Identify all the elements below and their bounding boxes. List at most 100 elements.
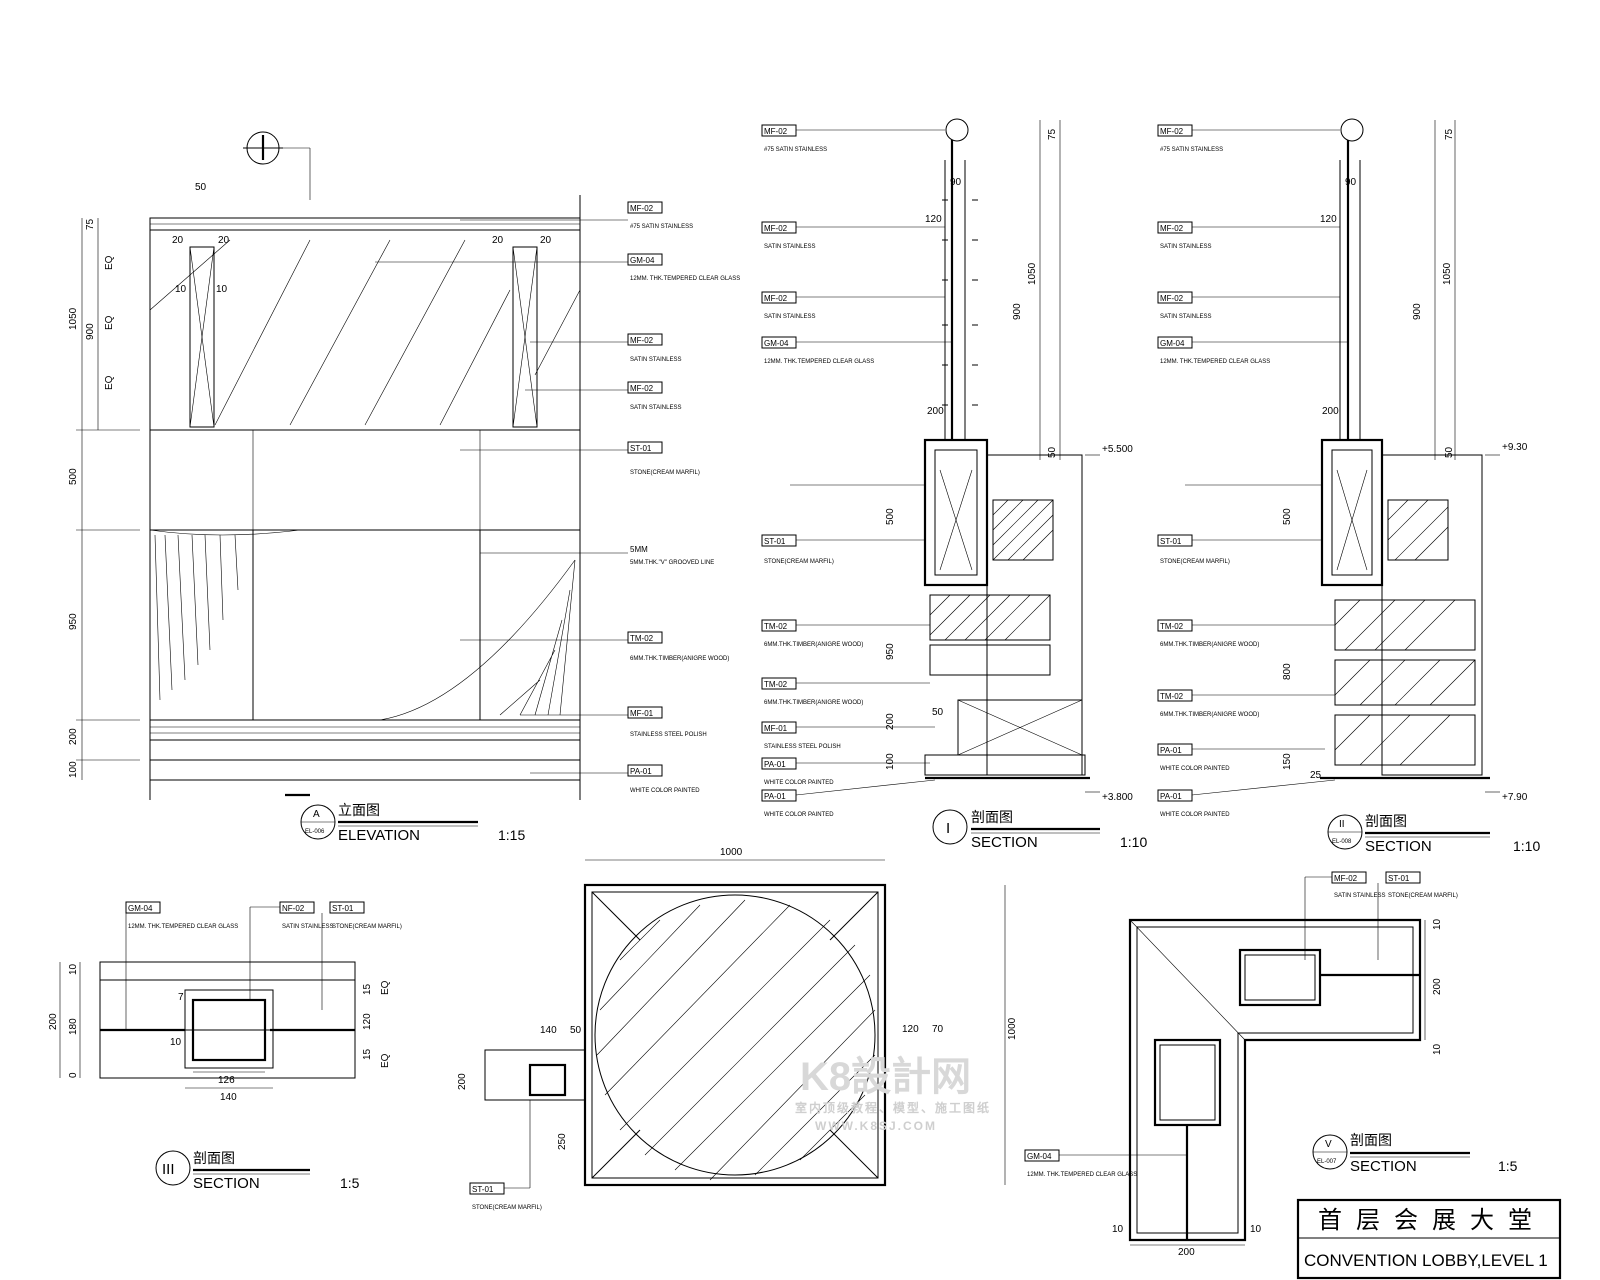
note-satin: SATIN STAINLESS — [1160, 314, 1211, 320]
dim-200: 200 — [1432, 978, 1443, 995]
view-title-en: ELEVATION — [338, 827, 420, 844]
dim-140: 140 — [540, 1025, 557, 1036]
dim-1050: 1050 — [1442, 262, 1453, 285]
level-tag: +9.30 — [1502, 442, 1528, 453]
section-3-callouts: GM-04 12MM. THK.TEMPERED CLEAR GLASS NF-… — [125, 901, 402, 1030]
view-ref: EL-006 — [305, 829, 325, 835]
concrete-slab — [986, 454, 1083, 776]
dim-200: 200 — [457, 1073, 468, 1090]
note-satin: SATIN STAINLESS — [764, 244, 815, 250]
note-timber: 6MM.THK.TIMBER(ANIGRE WOOD) — [764, 642, 863, 648]
level-tag: +5.500 — [1102, 444, 1133, 455]
dim-250: 250 — [557, 1133, 568, 1150]
section-1-view: 1050 900 75 50 90 120 200 500 950 200 10… — [885, 118, 1133, 803]
dim-800: 800 — [1282, 663, 1293, 680]
note-groove: 5MM.THK."V" GROOVED LINE — [630, 560, 714, 566]
callout-st01: ST-01 — [764, 537, 786, 546]
dim-200: 200 — [1178, 1247, 1195, 1258]
callout-mf02: MF-02 — [1334, 874, 1358, 883]
stone-band — [149, 429, 581, 531]
elevation-dims: 1050 900 500 950 200 100 75 EQ EQ EQ 50 … — [68, 182, 552, 780]
callout-pa01: PA-01 — [764, 792, 786, 801]
dim-126: 126 — [218, 1075, 235, 1086]
note-timber: 6MM.THK.TIMBER(ANIGRE WOOD) — [630, 656, 729, 662]
section-3-title: III 剖面图 SECTION 1:5 — [155, 1150, 360, 1192]
dim-900: 900 — [85, 323, 96, 340]
dim-eq: EQ — [380, 1053, 391, 1068]
title-block-chinese: 首层会展大堂 — [1318, 1207, 1546, 1234]
section-2-title: II EL-008 剖面图 SECTION 1:10 — [1327, 813, 1540, 855]
dim-120: 120 — [362, 1013, 373, 1030]
dim-950: 950 — [885, 643, 896, 660]
note-stone: STONE(CREAM MARFIL) — [472, 1205, 542, 1211]
dim-15: 15 — [362, 1048, 373, 1060]
dim-500: 500 — [1282, 508, 1293, 525]
callout-gm04: GM-04 — [1160, 339, 1185, 348]
column-hatch — [596, 899, 876, 1181]
note-satin: SATIN STAINLESS — [1160, 244, 1211, 250]
timber-hatch — [1334, 499, 1476, 766]
post-tube — [191, 998, 267, 1062]
column-plan-callouts: ST-01 STONE(CREAM MARFIL) — [469, 1100, 542, 1211]
watermark-text: K8設計网 — [800, 1055, 971, 1099]
callout-mf02: MF-02 — [1160, 224, 1184, 233]
dim-180: 180 — [68, 1018, 79, 1035]
section-2-view: 1050 900 75 50 90 120 200 500 800 150 25… — [1282, 118, 1528, 803]
callout-tm02: TM-02 — [764, 622, 788, 631]
callout-tm02: TM-02 — [764, 680, 788, 689]
column-plan-view: 1000 1000 140 50 120 70 200 250 — [457, 847, 1018, 1187]
view-title-en: SECTION — [1365, 838, 1432, 855]
callout-mf02: MF-02 — [764, 127, 788, 136]
dim-140: 140 — [220, 1092, 237, 1103]
title-block-english: CONVENTION LOBBY,LEVEL 1 — [1304, 1251, 1548, 1270]
view-title-en: SECTION — [971, 834, 1038, 851]
view-title-cn: 剖面图 — [1350, 1132, 1392, 1148]
dim-120: 120 — [925, 214, 942, 225]
section-1-title: I 剖面图 SECTION 1:10 — [932, 809, 1147, 851]
note-stone: STONE(CREAM MARFIL) — [764, 559, 834, 565]
note-paint: WHITE COLOR PAINTED — [1160, 812, 1230, 818]
callout-gm04: GM-04 — [1027, 1152, 1052, 1161]
note-glass: 12MM. THK.TEMPERED CLEAR GLASS — [1160, 359, 1270, 365]
dim-1050: 1050 — [1027, 262, 1038, 285]
note-steel: STAINLESS STEEL POLISH — [764, 744, 841, 750]
dim-eq: EQ — [104, 255, 115, 270]
dim-10: 10 — [1432, 918, 1443, 930]
note-satin: SATIN STAINLESS — [630, 405, 681, 411]
callout-pa01: PA-01 — [1160, 792, 1182, 801]
note-timber: 6MM.THK.TIMBER(ANIGRE WOOD) — [1160, 642, 1259, 648]
callout-st01: ST-01 — [332, 904, 354, 913]
dim-10: 10 — [216, 284, 228, 295]
note-satin75: #75 SATIN STAINLESS — [630, 224, 693, 230]
callout-mf02: MF-02 — [630, 384, 654, 393]
callout-tm02: TM-02 — [1160, 622, 1184, 631]
title-block: 首层会展大堂 CONVENTION LOBBY,LEVEL 1 — [1296, 1198, 1562, 1280]
view-title-cn: 剖面图 — [1365, 813, 1407, 829]
callout-mf01: MF-01 — [764, 724, 788, 733]
callout-gm04: GM-04 — [764, 339, 789, 348]
dim-20: 20 — [492, 235, 504, 246]
callout-tm02: TM-02 — [630, 634, 654, 643]
note-steel: STAINLESS STEEL POLISH — [630, 732, 707, 738]
callout-gm04: GM-04 — [630, 256, 655, 265]
elevation-leaders — [375, 219, 628, 774]
dim-75: 75 — [1047, 128, 1058, 140]
view-ref: EL-008 — [1332, 839, 1352, 845]
callout-st01: ST-01 — [630, 444, 652, 453]
note-satin: SATIN STAINLESS — [764, 314, 815, 320]
view-title-en: SECTION — [193, 1175, 260, 1192]
note-paint: WHITE COLOR PAINTED — [764, 780, 834, 786]
view-scale: 1:10 — [1513, 838, 1540, 854]
watermark-sub: 室内顶级教程、模型、施工图纸 — [795, 1100, 991, 1115]
view-bubble: III — [162, 1161, 175, 1178]
section-1-callouts: MF-02 #75 SATIN STAINLESS MF-02 SATIN ST… — [761, 124, 952, 818]
dim-1000: 1000 — [720, 847, 743, 858]
dim-100: 100 — [885, 753, 896, 770]
dim-10: 10 — [68, 963, 79, 975]
note-stone: STONE(CREAM MARFIL) — [1388, 893, 1458, 899]
section-5-title: V EL-007 剖面图 SECTION 1:5 — [1312, 1132, 1518, 1175]
dim-900: 900 — [1412, 303, 1423, 320]
dim-200: 200 — [1322, 406, 1339, 417]
view-bubble: II — [1339, 819, 1345, 830]
